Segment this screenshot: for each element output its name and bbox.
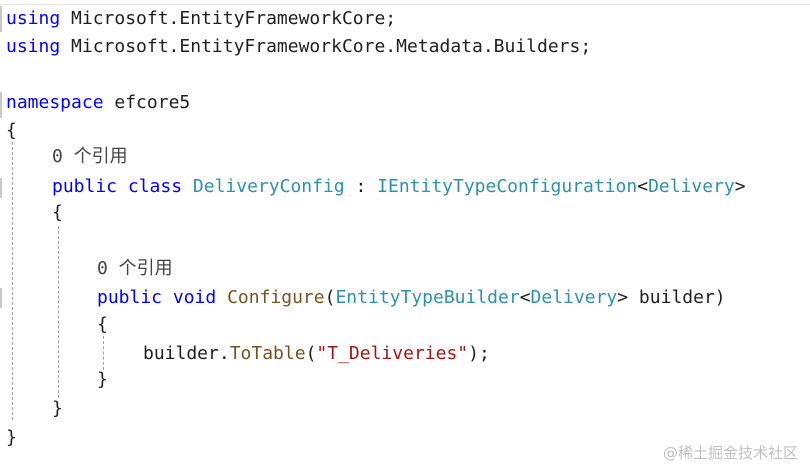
brace: { [97,314,108,335]
method-call: ToTable [229,343,306,364]
string-literal: "T_Deliveries" [316,343,469,364]
namespace-name: efcore5 [103,92,191,113]
brace: } [97,369,108,390]
keyword: public [97,287,163,308]
codelens-references[interactable]: 0 个引用 [97,256,173,282]
code-line-class-brace-close[interactable]: } [52,396,63,422]
outline-marker[interactable] [0,178,2,198]
code-line-class-brace-open[interactable]: { [52,200,63,226]
namespace-ref: Microsoft.EntityFrameworkCore.Metadata.B… [60,36,592,57]
outline-marker[interactable] [0,6,2,32]
angle-open: < [637,176,649,197]
keyword: using [6,36,61,57]
indent-guide [58,226,59,398]
paren-close: ) [714,287,726,308]
code-line-namespace-brace-close[interactable]: } [6,425,17,451]
type-arg: Delivery [648,176,735,197]
statement-end: ); [468,343,490,364]
param-type: EntityTypeBuilder [335,287,520,308]
code-line-using-1[interactable]: using Microsoft.EntityFrameworkCore; [6,6,396,32]
code-line-class-decl[interactable]: public class DeliveryConfig : IEntityTyp… [52,174,746,200]
class-name: DeliveryConfig [192,176,345,197]
paren-open: ( [305,343,317,364]
interface-name: IEntityTypeConfiguration [377,176,638,197]
outline-marker[interactable] [0,288,2,308]
method-name: Configure [227,287,325,308]
type-arg: Delivery [530,287,618,308]
keyword: using [6,8,61,29]
variable: builder [143,343,219,364]
indent-guide [12,142,13,420]
brace: { [6,120,17,141]
code-line-using-2[interactable]: using Microsoft.EntityFrameworkCore.Meta… [6,34,591,60]
outline-marker[interactable] [0,92,2,118]
param-name: builder [628,287,715,308]
indent-guide [103,336,104,370]
keyword: namespace [6,92,104,113]
editor-top-border [0,4,810,5]
code-line-namespace[interactable]: namespace efcore5 [6,90,190,116]
watermark: @稀土掘金技术社区 [662,444,798,462]
keyword: class [127,176,183,197]
codelens-references[interactable]: 0 个引用 [52,144,128,170]
brace: } [52,398,63,419]
paren-open: ( [324,287,336,308]
brace: } [6,427,17,448]
dot: . [218,343,230,364]
code-line-totable[interactable]: builder.ToTable("T_Deliveries"); [143,341,490,367]
codelens-text[interactable]: 0 个引用 [52,146,128,167]
angle-close: > [617,287,629,308]
codelens-text[interactable]: 0 个引用 [97,258,173,279]
code-line-brace-open[interactable]: { [6,118,17,144]
brace: { [52,202,63,223]
namespace-ref: Microsoft.EntityFrameworkCore; [60,8,397,29]
code-line-method-brace-open[interactable]: { [97,312,108,338]
code-line-method-brace-close[interactable]: } [97,367,108,393]
keyword: void [172,287,217,308]
angle-open: < [519,287,531,308]
keyword: public [52,176,118,197]
colon: : [344,176,378,197]
code-line-method-decl[interactable]: public void Configure(EntityTypeBuilder<… [97,285,726,311]
angle-close: > [734,176,746,197]
